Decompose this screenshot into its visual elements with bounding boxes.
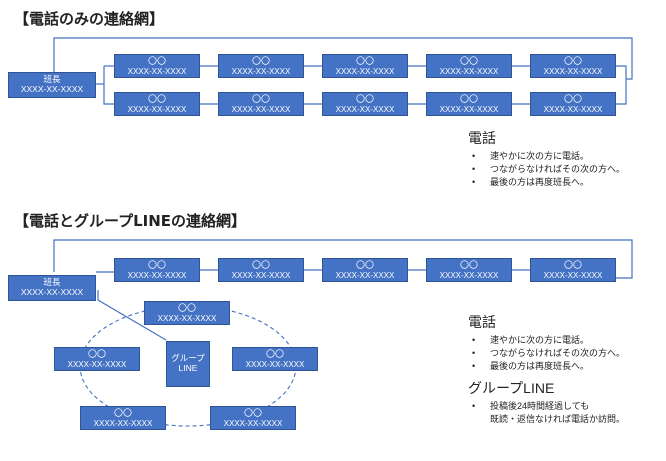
- notes-item: 最後の方は再度班長へ。: [468, 176, 625, 189]
- node-name: 〇〇: [459, 94, 478, 105]
- node-phone: XXXX-XX-XXXX: [67, 359, 127, 369]
- node-name: 〇〇: [251, 260, 270, 271]
- s2-loop-top: [53, 239, 633, 279]
- node-phone: XXXX-XX-XXXX: [157, 313, 217, 323]
- notes-list: 速やかに次の方に電話。 つながらなければその次の方へ。 最後の方は再度班長へ。: [468, 334, 625, 373]
- node-phone: XXXX-XX-XXXX: [335, 66, 395, 76]
- node-name: 〇〇: [563, 56, 582, 67]
- node-name: 〇〇: [563, 94, 582, 105]
- section2-title: 【電話とグループLINEの連絡網】: [14, 212, 247, 230]
- s2-leader-node: 班長 XXXX-XX-XXXX: [8, 275, 96, 301]
- node-phone: XXXX-XX-XXXX: [223, 418, 283, 428]
- notes-item-line: 既読・返信なければ電話か訪問。: [490, 414, 626, 424]
- node-phone: XXXX-XX-XXXX: [245, 359, 305, 369]
- node-phone: XXXX-XX-XXXX: [231, 66, 291, 76]
- node-phone: XXXX-XX-XXXX: [93, 418, 153, 428]
- node-phone: XXXX-XX-XXXX: [439, 66, 499, 76]
- group-label-line1: グループ: [171, 353, 205, 364]
- node-name: 〇〇: [265, 349, 284, 360]
- node-name: 〇〇: [147, 94, 166, 105]
- notes-item: 最後の方は再度班長へ。: [468, 360, 625, 373]
- node-name: 〇〇: [251, 94, 270, 105]
- node-name: 〇〇: [113, 408, 132, 419]
- s1-leader-node: 班長 XXXX-XX-XXXX: [8, 72, 96, 98]
- node-name: 〇〇: [243, 408, 262, 419]
- s2-notes-line: グループLINE 投稿後24時間経過しても 既読・返信なければ電話か訪問。: [468, 378, 625, 426]
- node-name: 〇〇: [355, 260, 374, 271]
- node-name: 〇〇: [251, 56, 270, 67]
- node-phone: XXXX-XX-XXXX: [127, 104, 187, 114]
- node-name: 〇〇: [87, 349, 106, 360]
- s2-leader-to-group: [97, 290, 167, 341]
- node-phone: XXXX-XX-XXXX: [335, 104, 395, 114]
- node-name: 班長: [43, 74, 61, 85]
- node-name: 〇〇: [355, 56, 374, 67]
- node-phone: XXXX-XX-XXXX: [127, 270, 187, 280]
- node-phone: XXXX-XX-XXXX: [127, 66, 187, 76]
- node-name: 〇〇: [563, 260, 582, 271]
- node-phone: XXXX-XX-XXXX: [543, 66, 603, 76]
- notes-item: つながらなければその次の方へ。: [468, 347, 625, 360]
- node-phone: XXXX-XX-XXXX: [231, 104, 291, 114]
- notes-item: つながらなければその次の方へ。: [468, 163, 625, 176]
- notes-heading: 電話: [468, 130, 496, 146]
- node-name: 班長: [43, 277, 61, 288]
- notes-item: 速やかに次の方に電話。: [468, 334, 625, 347]
- notes-heading: グループLINE: [468, 380, 555, 396]
- notes-item-line: 投稿後24時間経過しても: [490, 401, 590, 411]
- node-name: 〇〇: [177, 303, 196, 314]
- node-name: 〇〇: [147, 56, 166, 67]
- group-label-line2: LINE: [178, 363, 198, 373]
- notes-list: 投稿後24時間経過しても 既読・返信なければ電話か訪問。: [468, 400, 625, 426]
- notes-item: 投稿後24時間経過しても 既読・返信なければ電話か訪問。: [468, 400, 625, 426]
- node-phone: XXXX-XX-XXXX: [439, 270, 499, 280]
- group-line-node: グループ LINE: [166, 341, 210, 387]
- s1-notes: 電話 速やかに次の方に電話。 つながらなければその次の方へ。 最後の方は再度班長…: [468, 128, 625, 189]
- s1-leader-bracket: [103, 66, 114, 105]
- node-phone: XXXX-XX-XXXX: [543, 270, 603, 280]
- node-name: 〇〇: [355, 94, 374, 105]
- node-phone: XXXX-XX-XXXX: [335, 270, 395, 280]
- node-phone: XXXX-XX-XXXX: [20, 287, 84, 297]
- notes-heading: 電話: [468, 314, 496, 330]
- s1-loop-top: [53, 37, 633, 80]
- node-phone: XXXX-XX-XXXX: [543, 104, 603, 114]
- section1-title: 【電話のみの連絡網】: [14, 10, 165, 28]
- node-phone: XXXX-XX-XXXX: [231, 270, 291, 280]
- notes-item: 速やかに次の方に電話。: [468, 150, 625, 163]
- node-name: 〇〇: [147, 260, 166, 271]
- node-name: 〇〇: [459, 56, 478, 67]
- notes-list: 速やかに次の方に電話。 つながらなければその次の方へ。 最後の方は再度班長へ。: [468, 150, 625, 189]
- node-name: 〇〇: [459, 260, 478, 271]
- node-phone: XXXX-XX-XXXX: [20, 84, 84, 94]
- s2-notes-phone: 電話 速やかに次の方に電話。 つながらなければその次の方へ。 最後の方は再度班長…: [468, 312, 625, 373]
- node-phone: XXXX-XX-XXXX: [439, 104, 499, 114]
